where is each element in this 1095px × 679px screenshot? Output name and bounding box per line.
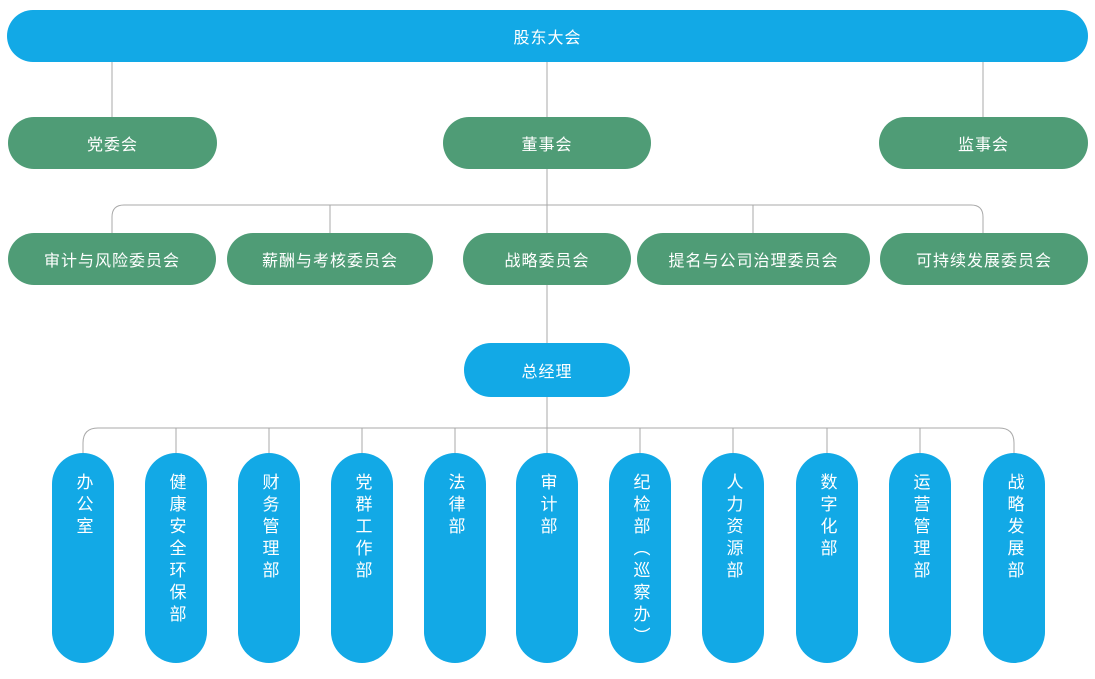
dept-label: 战略发展部: [1004, 473, 1024, 583]
dept-label: 人力资源部: [723, 473, 743, 583]
node-committee-strategy: 战略委员会: [463, 233, 631, 285]
node-dept-human-resources: 人力资源部: [702, 453, 764, 663]
node-dept-office: 办公室: [52, 453, 114, 663]
node-dept-health-safety-environment: 健康安全环保部: [145, 453, 207, 663]
node-committee-compensation-assessment: 薪酬与考核委员会: [227, 233, 433, 285]
node-board-of-directors: 董事会: [443, 117, 651, 169]
node-dept-strategy-development: 战略发展部: [983, 453, 1045, 663]
node-party-committee: 党委会: [8, 117, 217, 169]
node-shareholders-meeting: 股东大会: [7, 10, 1088, 62]
node-dept-operations-management: 运营管理部: [889, 453, 951, 663]
node-committee-audit-risk: 审计与风险委员会: [8, 233, 216, 285]
dept-label: 纪检部（巡察办）: [630, 473, 650, 649]
node-dept-digitalization: 数字化部: [796, 453, 858, 663]
node-dept-discipline-inspection: 纪检部（巡察办）: [609, 453, 671, 663]
dept-label: 健康安全环保部: [166, 473, 186, 627]
dept-label: 办公室: [73, 473, 93, 539]
node-general-manager: 总经理: [464, 343, 630, 397]
node-committee-sustainable-development: 可持续发展委员会: [880, 233, 1088, 285]
node-dept-finance-management: 财务管理部: [238, 453, 300, 663]
dept-label: 运营管理部: [910, 473, 930, 583]
node-dept-legal: 法律部: [424, 453, 486, 663]
dept-label: 财务管理部: [259, 473, 279, 583]
node-dept-party-affairs: 党群工作部: [331, 453, 393, 663]
dept-label: 法律部: [445, 473, 465, 539]
node-committee-nomination-governance: 提名与公司治理委员会: [637, 233, 870, 285]
dept-label: 数字化部: [817, 473, 837, 561]
node-dept-audit: 审计部: [516, 453, 578, 663]
node-supervisory-board: 监事会: [879, 117, 1088, 169]
dept-label: 党群工作部: [352, 473, 372, 583]
dept-label: 审计部: [537, 473, 557, 539]
